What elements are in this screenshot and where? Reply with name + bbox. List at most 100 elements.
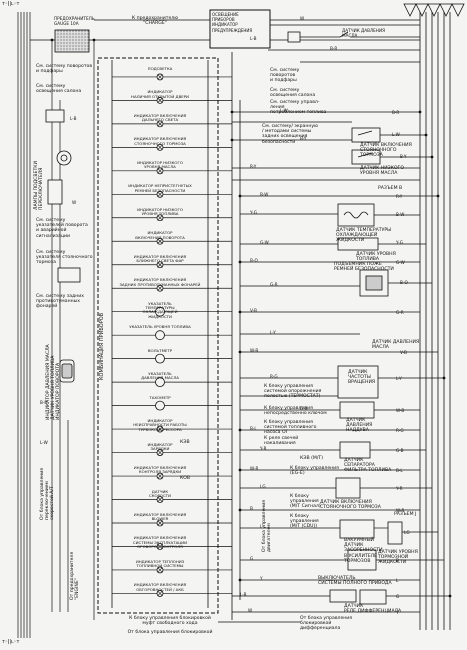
wire-code-label: B-W xyxy=(260,192,269,197)
fuse-label: ПРЕДОХРАНИТЕЛЬ GAUGE 10A xyxy=(54,16,95,27)
bulb-cross-icon xyxy=(157,285,163,291)
bulb-cross-icon xyxy=(157,543,163,550)
panel-item-label: УКАЗАТЕЛЬ УРОВНЯ ТОПЛИВА xyxy=(129,324,191,330)
right-wires xyxy=(218,111,450,623)
bulb-cross-icon xyxy=(157,168,163,174)
wire-code-label: G-W xyxy=(396,260,405,265)
wire-code-label: W-R xyxy=(396,508,405,513)
left-side-b: ИНДИКАТОР ДАВЛЕНИЯ МАСЛА ДАТЧИК УРОВНЯ Т… xyxy=(46,344,62,420)
wire-code-label: B-O xyxy=(400,280,408,285)
right-turn: См. систему поворотов и подфары xyxy=(270,68,300,84)
wire-code-label: L xyxy=(260,524,263,529)
wire-code-label: B xyxy=(396,558,399,563)
panel-item-label: ИНДИКАТОР ВКЛЮЧЕНИЯ ЗАДНИХ ПРОТИВОТУМАНН… xyxy=(119,277,201,287)
wire-code-label: L-W xyxy=(392,132,400,137)
right-separator: ДАТЧИК СЕПАРАТОРА ФИЛЬТРА ТОПЛИВА xyxy=(344,458,392,474)
right-to-cu2: К блоку управления системой топливного н… xyxy=(264,420,317,436)
wire-code-label: Y-R xyxy=(260,446,267,451)
bulb-cross-icon xyxy=(157,520,163,526)
wire-code-label: LG xyxy=(260,484,266,489)
right-kbl: К блоку управления (M/T Сигнал) xyxy=(290,494,321,510)
bulb-cross-icon xyxy=(157,262,163,268)
right-to-relay: К реле свечей накаливания xyxy=(264,436,299,447)
right-turbo: ДАТЧИК ДАВЛЕНИЯ НАДДУВА xyxy=(346,418,373,434)
panel-item-label: ИНДИКАТОР ВКЛЮЧЕНИЯ ПОВОРОТА xyxy=(135,230,185,240)
warning-module xyxy=(209,9,271,49)
left-bus-lines xyxy=(17,12,95,638)
wire-code-label: R-G xyxy=(396,428,404,433)
gauge-icon xyxy=(155,330,165,341)
panel-fuse-kw: КЭВ xyxy=(180,440,190,445)
wire-code-label: G xyxy=(396,594,400,599)
panel-item-label: ДАТЧИК СКОРОСТИ xyxy=(149,488,171,498)
panel-item-label: ИНДИКАТОР ВКЛЮЧЕНИЯ СИСТЕМЫ ЭКСПЛУАТАЦИИ… xyxy=(132,535,188,550)
right-diff-sw: ДАТЧИК РЕЛЕ ДИФФЕРЕНЦИАЛА xyxy=(344,604,402,615)
bottom-line1: К блоку управления блокировкой муфт своб… xyxy=(129,616,211,627)
right-crank: ДАТЧИК ЧАСТОТЫ ВРАЩЕНИЯ xyxy=(348,370,376,386)
left-side-a: ЛАМПЫ ПОДСВЕТКИ ПЕРЕКЛЮЧАТЕЛЯ xyxy=(34,161,45,210)
wire-code-label: Y-R xyxy=(396,486,403,491)
wire-code-label: B-R xyxy=(330,46,338,51)
wire-code-label: L-Y xyxy=(270,330,276,335)
right-seat-belt: ПОДЪЕМНИК ПОЖЕ РЕМНЕЙ БЕЗОПАСНОСТИ xyxy=(334,262,394,273)
right-connector-j: РАЗЪЕМ J xyxy=(394,512,417,517)
wire-code-label: Y xyxy=(396,610,399,615)
wire-code-label: B-L xyxy=(250,426,257,431)
bulb-cross-icon xyxy=(157,97,163,104)
panel-item-label: УКАЗАТЕЛЬ ТЕМПЕРАТУРЫ ОХЛАЖДАЮЩЕЙ ЖИДКОС… xyxy=(142,300,178,319)
panel-item-label: ИНДИКАТОР НИЗКОГО УРОВНЯ МАСЛА xyxy=(137,159,183,170)
gauge-icon xyxy=(155,353,165,364)
right-bus-lines xyxy=(419,12,451,630)
right-brake-sys: См. систему управл- ления потреблением т… xyxy=(270,100,327,116)
wire-code-label: L-B xyxy=(250,36,257,41)
right-int-light: См. систему освещения салона xyxy=(270,88,316,99)
left-int-light: См. систему освещения салона xyxy=(36,84,82,95)
wire-code-label: R-G xyxy=(270,374,278,379)
panel-item-label: ИНДИКАТОР НЕПРИСТЕГНУТЫХ РЕМНЕЙ БЕЗОПАСН… xyxy=(128,183,192,193)
right-low-brake: ДАТЧИК ВКЛЮЧЕНИЯ СТОЯНОЧНОГО ТОРМОЗА xyxy=(360,143,412,159)
right-fuel-sender: ДАТЧИК УРОВНЯ ТОПЛИВА xyxy=(356,252,396,263)
right-kbl2: К блоку управления (EG-E) xyxy=(290,466,339,477)
panel-item-label: ИНДИКАТОР НАЛИЧИЯ ОТКРЫТОЙ ДВЕРИ xyxy=(131,89,189,99)
oil-pressure-switch-top xyxy=(287,31,420,43)
bulb-cross-icon xyxy=(157,74,163,80)
wire-code-label: L xyxy=(396,578,399,583)
wire-code-label: W-R xyxy=(250,466,259,471)
wire-code-label: R-Y xyxy=(250,164,257,169)
right-low-oil: ДАТЧИК НИЗКОГО УРОВНЯ МАСЛА xyxy=(360,166,404,177)
wire-code-label: L-B xyxy=(70,116,77,121)
left-from-cu: От блока управления переключением скорос… xyxy=(40,467,56,520)
bulb-cross-icon xyxy=(157,144,163,151)
right-oil-pres: ДАТЧИК ДАВЛЕНИЯ МАСЛА xyxy=(372,340,420,351)
left-from-ecu: От предохранителя "ENGINE" xyxy=(70,551,81,600)
wire-code-label: R-Y xyxy=(396,194,403,199)
wire-code-label: B-R xyxy=(392,110,400,115)
wire-code-label: B-R xyxy=(40,400,48,405)
wire-code-label: G-B xyxy=(396,448,404,453)
right-coolant: ДАТЧИК ТЕМПЕРАТУРЫ ОХЛАЖДАЮЩЕЙ ЖИДКОСТИ xyxy=(336,228,392,244)
right-connector-b: РАЗЪЕМ B xyxy=(378,186,403,191)
wire-code-label: G-W xyxy=(260,240,269,245)
gauge-icon xyxy=(155,400,165,411)
wire-code-label: L-B xyxy=(240,592,247,597)
wire-code-label: V-B xyxy=(250,308,257,313)
wire-code-label: B-L xyxy=(396,468,403,473)
wire-code-label: V-B xyxy=(400,350,407,355)
right-light-sys: См. систему/ экранную / методами системы… xyxy=(262,124,318,145)
panel-fuse-kw2: КОВ xyxy=(180,476,191,481)
right-brake-fluid: ДАТЧИК УРОВНЯ ТОРМОЗНОЙ ЖИДКОСТИ xyxy=(378,550,418,566)
panel-item-label: ИНДИКАТОР ВКЛЮЧЕНИЯ ДАЛЬНЕГО СВЕТА xyxy=(133,112,187,123)
bulb-cross-icon xyxy=(157,590,163,597)
panel-item-label: ИНДИКАТОР ВКЛЮЧЕНИЯ BLOWER xyxy=(133,512,187,522)
wire-code-label: G-R xyxy=(270,282,278,287)
wire-code-label: W xyxy=(300,16,305,21)
bulb-cross-icon xyxy=(157,567,163,573)
right-brake-wear: ДАТЧИК ВКЛЮЧЕНИЯ СТОЯНОЧНОГО ТОРМОЗА xyxy=(320,500,381,511)
panel-item-label: ИНДИКАТОР ВКЛЮЧЕНИЯ СТОЯНОЧНОГО ТОРМОЗА xyxy=(133,136,187,146)
panel-item-label: ТАХОМЕТР xyxy=(149,394,171,400)
right-from-cu3: От блока управления блокировкой дифферен… xyxy=(300,616,353,632)
left-wiper: См. систему указателя стояночного тормоз… xyxy=(36,250,93,266)
wire-code-label: L-W xyxy=(40,440,48,445)
gauge-icon xyxy=(155,306,165,317)
wire-code-label: Y-G xyxy=(396,240,403,245)
